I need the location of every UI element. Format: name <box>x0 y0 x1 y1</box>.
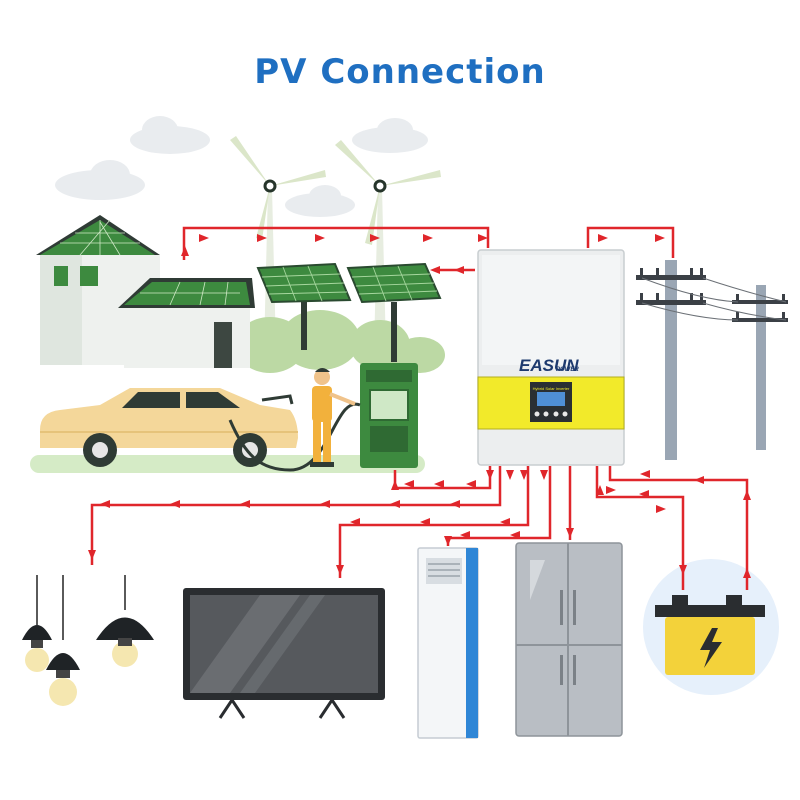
wind-turbine <box>335 140 441 350</box>
inverter-brand-sub: POWER <box>556 367 579 373</box>
refrigerator <box>515 542 623 737</box>
solar-panel <box>256 262 352 350</box>
charging-cable <box>228 402 361 472</box>
charging-station <box>360 363 418 468</box>
solar-panel <box>346 262 442 362</box>
electric-car <box>40 388 298 467</box>
worker-figure <box>310 368 356 467</box>
utility-pole <box>636 260 706 460</box>
clouds <box>55 116 428 217</box>
television <box>183 588 385 719</box>
flow-arrows <box>88 234 751 578</box>
page-title: PV Connection <box>254 52 546 92</box>
utility-pole <box>732 285 788 450</box>
air-conditioner <box>417 547 479 739</box>
house-small <box>118 278 255 368</box>
power-lines <box>641 277 787 321</box>
trees <box>235 310 445 373</box>
inverter-brand: EASUN <box>519 356 579 375</box>
hybrid-inverter: EASUN POWER Hybrid Solar Inverter <box>477 249 625 466</box>
pendant-lamps <box>22 575 154 706</box>
battery <box>643 559 779 695</box>
inverter-model-label: Hybrid Solar Inverter <box>533 386 570 391</box>
